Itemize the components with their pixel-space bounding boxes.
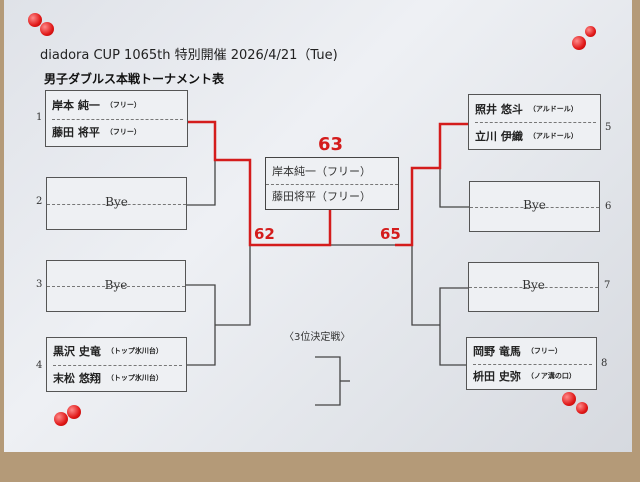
third-place-bracket xyxy=(315,356,341,406)
entry-5: 照井 悠斗 （アルドール） 立川 伊織 （アルドール） xyxy=(468,94,601,150)
player-affiliation: （トップ氷川台） xyxy=(106,372,163,382)
winner-player-1: 岸本純一（フリー） xyxy=(266,158,398,185)
player-name: 枡田 史弥 xyxy=(473,370,521,384)
entry-8: 岡野 竜馬 （フリー） 枡田 史弥 （ノア溝の口） xyxy=(466,337,597,390)
seed-number: 5 xyxy=(605,122,612,133)
entry-1: 岸本 純一 （フリー） 藤田 将平 （フリー） xyxy=(45,90,188,147)
entry-3: Bye xyxy=(46,260,186,312)
line-l34 xyxy=(186,284,216,366)
winner-player-2: 藤田将平（フリー） xyxy=(272,190,371,204)
bye-label: Bye xyxy=(104,278,128,292)
seed-number: 7 xyxy=(604,280,611,291)
seed-number: 1 xyxy=(36,112,43,123)
entry-2: Bye xyxy=(46,177,187,230)
pushpin-icon xyxy=(562,392,576,406)
seed-number: 8 xyxy=(601,358,608,369)
line-l2 xyxy=(187,160,216,206)
winner-path-right xyxy=(395,122,468,247)
final-score: 63 xyxy=(318,134,344,155)
player-name: 照井 悠斗 xyxy=(475,102,523,116)
bye-label: Bye xyxy=(522,278,545,292)
bye-label: Bye xyxy=(105,195,128,209)
seed-number: 6 xyxy=(605,201,612,212)
pushpin-icon xyxy=(585,26,596,37)
player-name: 岸本 純一 xyxy=(52,98,100,112)
line-r6 xyxy=(439,168,469,208)
left-semi-score: 62 xyxy=(254,225,275,243)
player-affiliation: （トップ氷川台） xyxy=(106,346,163,356)
page-title: diadora CUP 1065th 特別開催 2026/4/21（Tue) xyxy=(40,48,338,63)
third-place-label: 〈3位決定戦〉 xyxy=(284,332,351,343)
entry-6: Bye xyxy=(469,181,600,232)
line-r78 xyxy=(439,287,468,366)
pushpin-icon xyxy=(576,402,588,414)
player-name: 立川 伊織 xyxy=(475,129,523,143)
pushpin-icon xyxy=(572,36,586,50)
player-affiliation: （フリー） xyxy=(105,99,141,109)
bye-label: Bye xyxy=(523,198,546,212)
page-subtitle: 男子ダブルス本戦トーナメント表 xyxy=(44,72,225,86)
player-affiliation: （フリー） xyxy=(526,345,562,355)
seed-number: 4 xyxy=(36,360,43,371)
player-affiliation: （ノア溝の口） xyxy=(526,371,576,381)
pushpin-icon xyxy=(40,22,54,36)
pushpin-icon xyxy=(54,412,68,426)
entry-7: Bye xyxy=(468,262,599,312)
line-r-lower xyxy=(411,245,440,326)
entry-4: 黒沢 史竜 （トップ氷川台） 末松 悠翔 （トップ氷川台） xyxy=(46,337,187,392)
seed-number: 2 xyxy=(36,196,43,207)
winner-path-left xyxy=(188,120,332,247)
player-affiliation: （アルドール） xyxy=(528,103,578,113)
line-l-lower xyxy=(215,245,251,326)
pushpin-icon xyxy=(28,13,42,27)
seed-number: 3 xyxy=(36,279,43,290)
player-name: 黒沢 史竜 xyxy=(53,345,101,359)
player-affiliation: （フリー） xyxy=(105,127,141,137)
player-affiliation: （アルドール） xyxy=(528,130,578,140)
winner-box: 岸本純一（フリー） 藤田将平（フリー） xyxy=(265,157,399,210)
right-semi-score: 65 xyxy=(380,225,401,243)
player-name: 岡野 竜馬 xyxy=(473,344,521,358)
pushpin-icon xyxy=(67,405,81,419)
player-name: 末松 悠翔 xyxy=(53,371,101,385)
player-name: 藤田 将平 xyxy=(52,126,100,140)
